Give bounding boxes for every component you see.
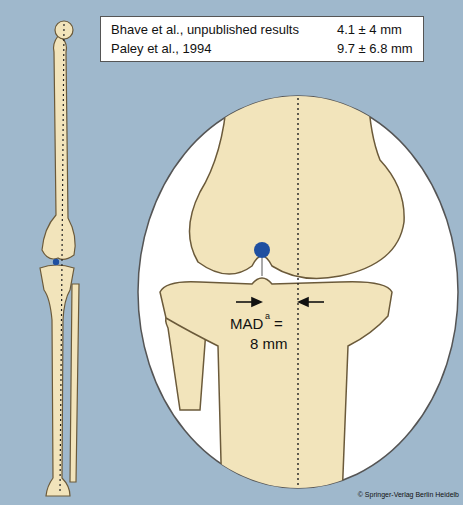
study-name: Bhave et al., unpublished results bbox=[111, 22, 299, 37]
knee-center-dot bbox=[53, 259, 59, 265]
tick bbox=[262, 258, 263, 276]
dimension-label: MAD bbox=[230, 316, 263, 331]
dimension-label: = bbox=[274, 316, 283, 331]
leg-skeleton bbox=[40, 21, 79, 496]
study-name: Paley et al., 1994 bbox=[111, 41, 299, 56]
superscript: a bbox=[265, 312, 270, 321]
tibia bbox=[40, 265, 74, 496]
watermark: © Springer-Verlag Berlin Heidelb bbox=[358, 491, 459, 498]
arrow-head bbox=[252, 298, 261, 306]
mechanical-axis bbox=[297, 98, 298, 486]
knee-center-dot bbox=[254, 242, 270, 258]
fibula bbox=[70, 284, 79, 482]
femur-distal bbox=[189, 80, 404, 278]
reference-table-box: Bhave et al., unpublished results 4.1 ± 4… bbox=[100, 16, 424, 62]
measurement-value: 4.1 ± 4 mm bbox=[337, 22, 413, 37]
femur bbox=[42, 36, 75, 259]
measurement-value: 9.7 ± 6.8 mm bbox=[337, 41, 413, 56]
mechanical-axis bbox=[60, 24, 64, 492]
arrow-head bbox=[299, 298, 308, 306]
dimension-value: 8 mm bbox=[250, 336, 288, 351]
tibia-proximal bbox=[160, 278, 392, 500]
